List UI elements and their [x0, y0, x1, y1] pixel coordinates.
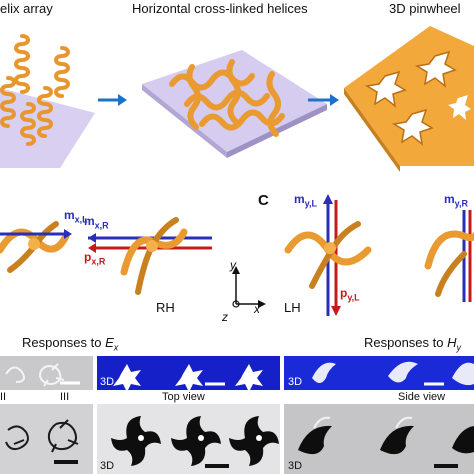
sem-panel-side-view: 3D [284, 404, 474, 474]
label-m-x-l: mx,L [64, 208, 88, 225]
sem-panel-bottom-left [0, 404, 93, 474]
label-ii: II [0, 391, 7, 403]
arrow-right-icon [98, 94, 127, 106]
sem-panel-top-view: 3D [97, 404, 280, 474]
panel-letter-c: C [258, 192, 269, 209]
label-3d-d: 3D [288, 460, 303, 472]
label-3d-pinwheel: 3D pinwheel [389, 1, 461, 16]
label-3d-b: 3D [288, 376, 303, 388]
helix-unit-rh [88, 217, 212, 295]
cross-linked-helices-illustration [142, 50, 327, 158]
label-helix-array: elix array [0, 1, 53, 16]
axis-z-label: z [222, 310, 228, 324]
helix-array-illustration [0, 34, 95, 168]
label-3d-a: 3D [100, 376, 115, 388]
axis-x-label: x [254, 302, 260, 316]
label-m-y-r: my,R [444, 192, 469, 209]
label-p-x-r: px,R [84, 250, 106, 267]
label-m-x-r: mx,R [84, 214, 109, 231]
label-m-y-l: my,L [294, 192, 318, 209]
label-side-view: Side view [398, 391, 446, 403]
axis-triad-icon [232, 266, 266, 308]
sem-panel-top-left [0, 356, 93, 390]
pinwheel-sheet-illustration [344, 26, 474, 172]
label-top-view: Top view [162, 391, 205, 403]
label-p-y-l: py,L [340, 286, 360, 303]
label-iii: III [60, 391, 70, 403]
axis-y-label: y [230, 258, 236, 272]
heading-responses-hy: Responses to Hy [364, 335, 461, 353]
field-map-ex-3d: 3D [97, 356, 280, 390]
heading-responses-ex: Responses to Ex [22, 335, 119, 353]
helix-unit-lh [284, 194, 372, 316]
label-lh: LH [284, 300, 301, 315]
label-rh: RH [156, 300, 175, 315]
helix-unit-left [0, 221, 72, 273]
helix-unit-right [424, 210, 474, 302]
label-3d-c: 3D [100, 460, 115, 472]
field-map-hy-3d: 3D [284, 356, 474, 390]
label-cross-linked-helices: Horizontal cross-linked helices [132, 1, 308, 16]
arrow-right-icon-2 [308, 94, 339, 106]
